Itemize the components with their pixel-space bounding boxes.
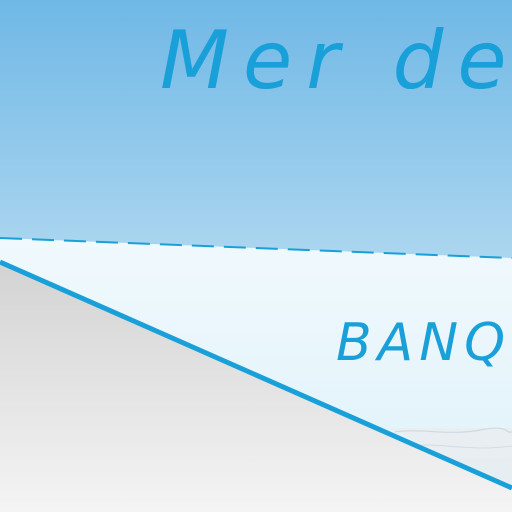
sea-label: Mer de [160,14,512,107]
bedrock-slope [0,262,512,512]
dashed-boundary-line [0,237,512,259]
ice-shelf-label: BANQ [336,313,511,373]
slope-outline [0,259,512,491]
ice-floor-texture [394,427,512,433]
